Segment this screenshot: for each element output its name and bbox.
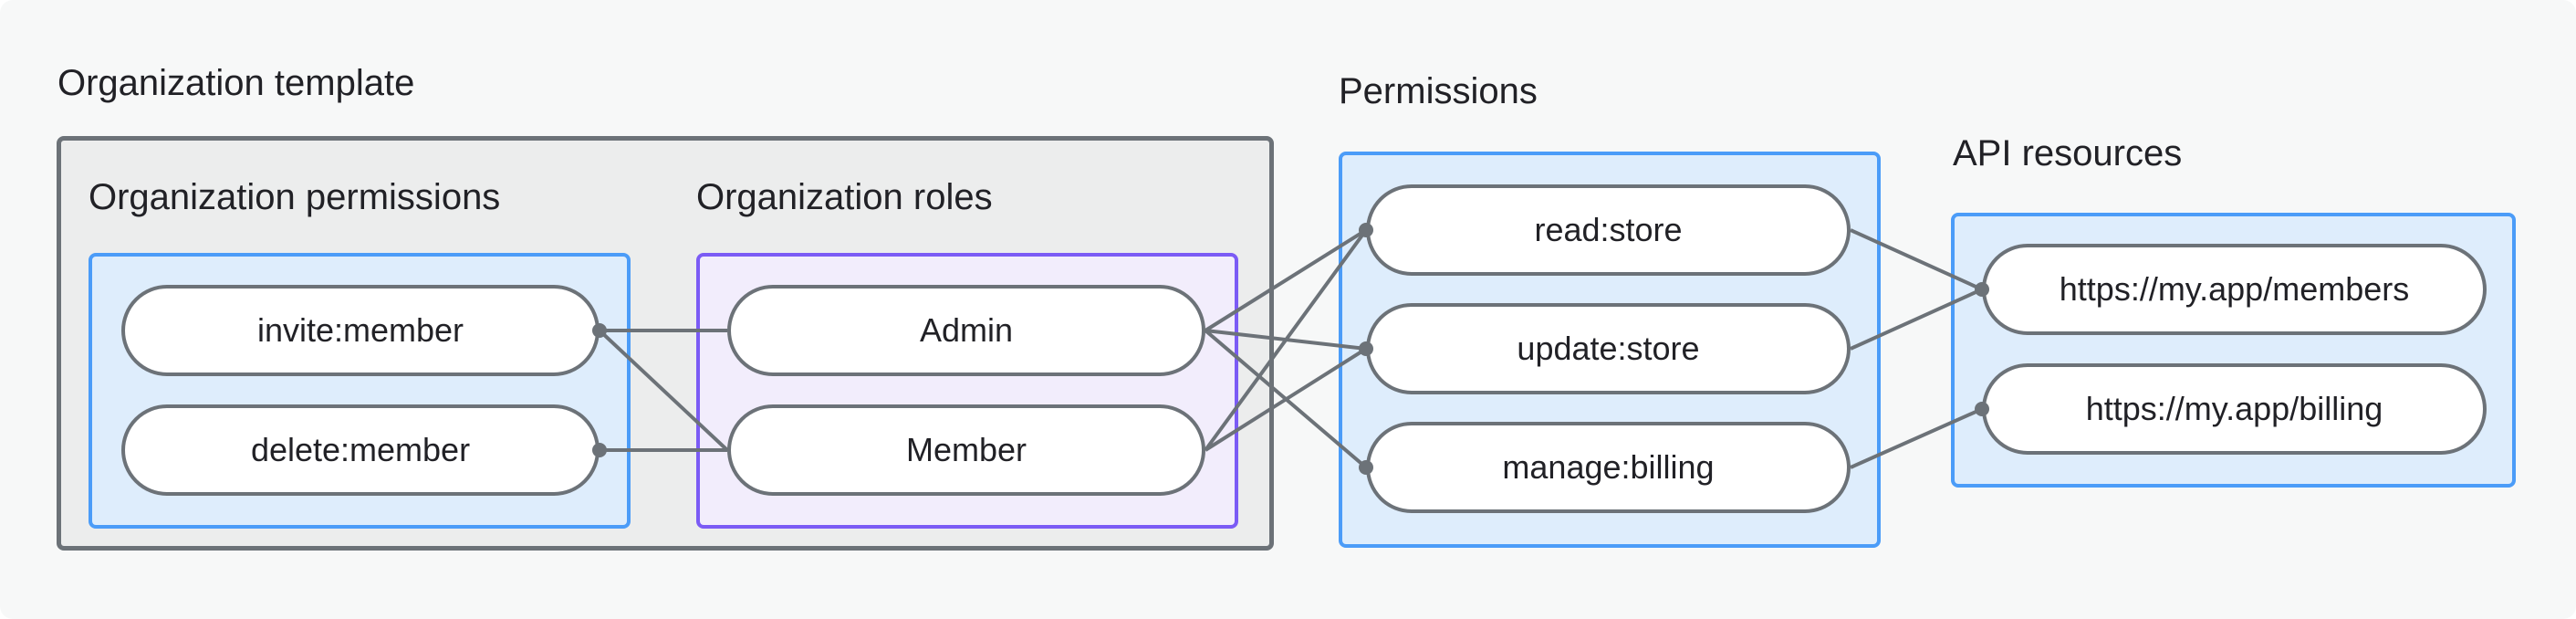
org-roles-title: Organization roles — [696, 177, 993, 217]
permissions-title: Permissions — [1339, 71, 1538, 111]
node-member-role: Member — [727, 404, 1205, 496]
node-read-store: read:store — [1366, 184, 1851, 276]
node-api-members: https://my.app/members — [1982, 244, 2487, 335]
org-template-title: Organization template — [57, 63, 415, 103]
node-delete-member: delete:member — [121, 404, 600, 496]
node-api-billing: https://my.app/billing — [1982, 363, 2487, 455]
node-update-store: update:store — [1366, 303, 1851, 394]
node-admin-role: Admin — [727, 285, 1205, 376]
node-invite-member: invite:member — [121, 285, 600, 376]
node-manage-billing: manage:billing — [1366, 422, 1851, 513]
api-resources-title: API resources — [1953, 133, 2183, 173]
org-permissions-title: Organization permissions — [89, 177, 501, 217]
